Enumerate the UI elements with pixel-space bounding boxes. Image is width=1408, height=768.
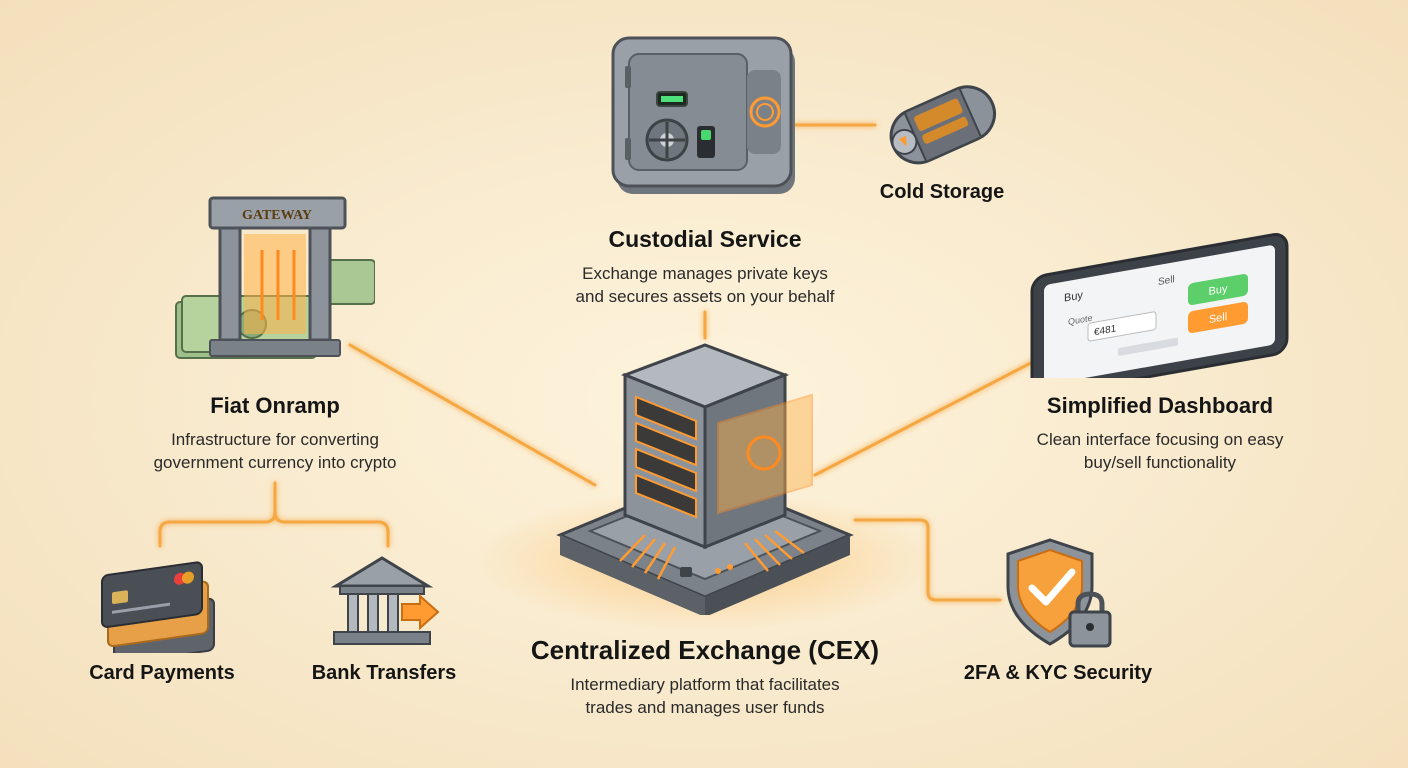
cex-description: Intermediary platform that facilitates t… [570,675,840,717]
dashboard-screen-header: Buy [1064,289,1083,304]
fiat-onramp-description: Infrastructure for converting government… [153,430,397,472]
cex-title: Centralized Exchange (CEX) [530,635,880,665]
simplified-dashboard-title: Simplified Dashboard [1046,393,1274,418]
custodial-service-description: Exchange manages private keys and secure… [575,264,835,306]
dashboard-screen-field-label: Quote [1068,313,1092,327]
cold-storage-title: Cold Storage [879,181,1005,203]
security-title: 2FA & KYC Security [963,662,1153,684]
dashboard-sell-button: Sell [1209,311,1227,326]
cold-storage-capsule-icon [889,85,996,165]
connector-fiat-cex [348,343,597,487]
fiat-onramp-title: Fiat Onramp [210,393,340,418]
bank-building-icon [330,556,440,645]
card-payments-title: Card Payments [89,662,235,684]
svg-text:GATEWAY: GATEWAY [242,208,312,223]
dashboard-buy-button: Buy [1209,283,1228,298]
safe-vault-icon [611,36,795,194]
dashboard-screen-sell-label: Sell [1158,274,1175,288]
simplified-dashboard-description: Clean interface focusing on easy buy/sel… [1036,430,1284,472]
shield-lock-icon [1006,538,1112,648]
dashboard-tablet-icon: Buy Sell Quote €481 Buy Sell [1030,233,1289,378]
fiat-gateway-icon: GATEWAY [175,196,375,359]
credit-cards-icon [101,561,215,653]
dashboard-screen-field-value: €481 [1094,323,1117,338]
cex-server-icon [556,343,854,615]
connector-fiat-branch [158,481,390,548]
bank-transfers-title: Bank Transfers [311,662,457,684]
custodial-service-title: Custodial Service [608,226,802,252]
